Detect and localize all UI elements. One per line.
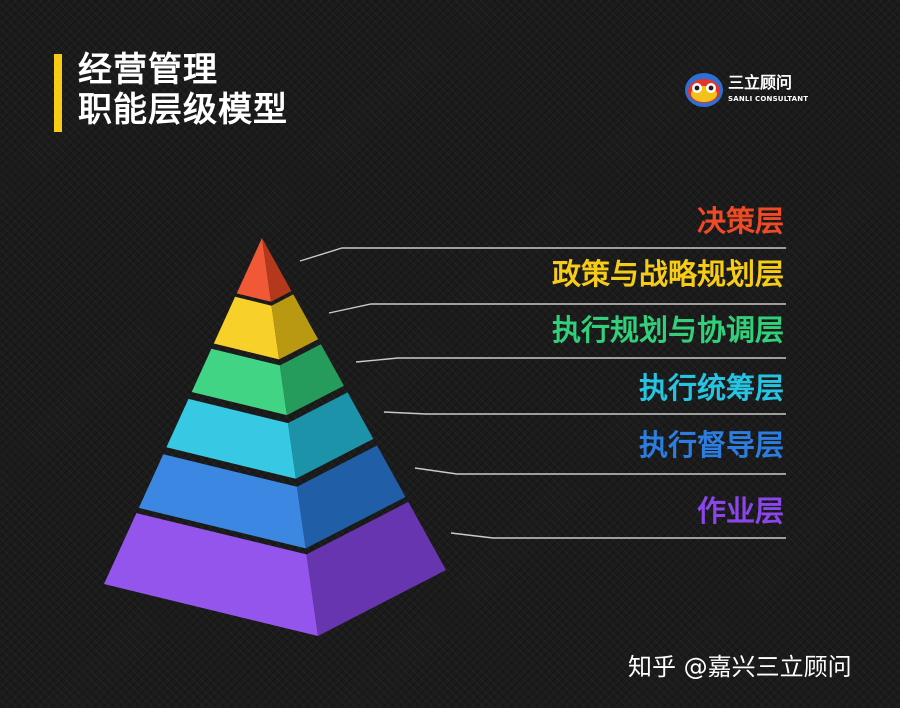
pyramid-layer-1-left-face [236, 238, 271, 302]
layer-label-3: 执行规划与协调层 [551, 313, 784, 347]
layer-label-2: 政策与战略规划层 [551, 257, 784, 291]
logo-icon [685, 73, 723, 107]
pyramid-layer-5-left-face [138, 454, 306, 549]
pyramid-layer-3-right-face [279, 344, 344, 416]
company-logo: 三立顾问 SANLI CONSULTANT [684, 70, 814, 112]
leader-line-1 [299, 247, 786, 262]
leader-line-5 [414, 467, 786, 475]
leader-line-3 [355, 357, 786, 363]
layer-label-6: 作业层 [696, 494, 784, 528]
pyramid-layer-2-right-face [271, 294, 319, 360]
layer-label-5: 执行督导层 [638, 428, 784, 462]
logo-name-en: SANLI CONSULTANT [728, 95, 809, 103]
leader-line-4 [383, 411, 786, 415]
pyramid-layer-6-right-face [306, 501, 446, 636]
pyramid-layer-2-left-face [213, 296, 280, 360]
pyramid-layer-5-right-face [297, 445, 406, 549]
layer-label-1: 决策层 [696, 204, 784, 238]
pyramid-layer-4-right-face [288, 392, 374, 479]
title-line-2: 职能层级模型 [78, 90, 288, 130]
pyramid-layer-4-left-face [166, 398, 296, 479]
pyramid-layer-1-right-face [262, 238, 292, 302]
pyramid-layer-3-left-face [191, 348, 287, 416]
leader-line-6 [450, 532, 786, 539]
leader-line-2 [328, 303, 786, 314]
logo-name-cn: 三立顾问 [728, 73, 793, 92]
pyramid-layer-6-left-face [104, 513, 318, 636]
layer-label-4: 执行统筹层 [638, 371, 784, 405]
title-accent-bar [54, 54, 62, 132]
page-title: 经营管理 职能层级模型 [78, 50, 288, 130]
watermark-text: 知乎 @嘉兴三立顾问 [628, 653, 852, 681]
title-line-1: 经营管理 [78, 50, 218, 90]
